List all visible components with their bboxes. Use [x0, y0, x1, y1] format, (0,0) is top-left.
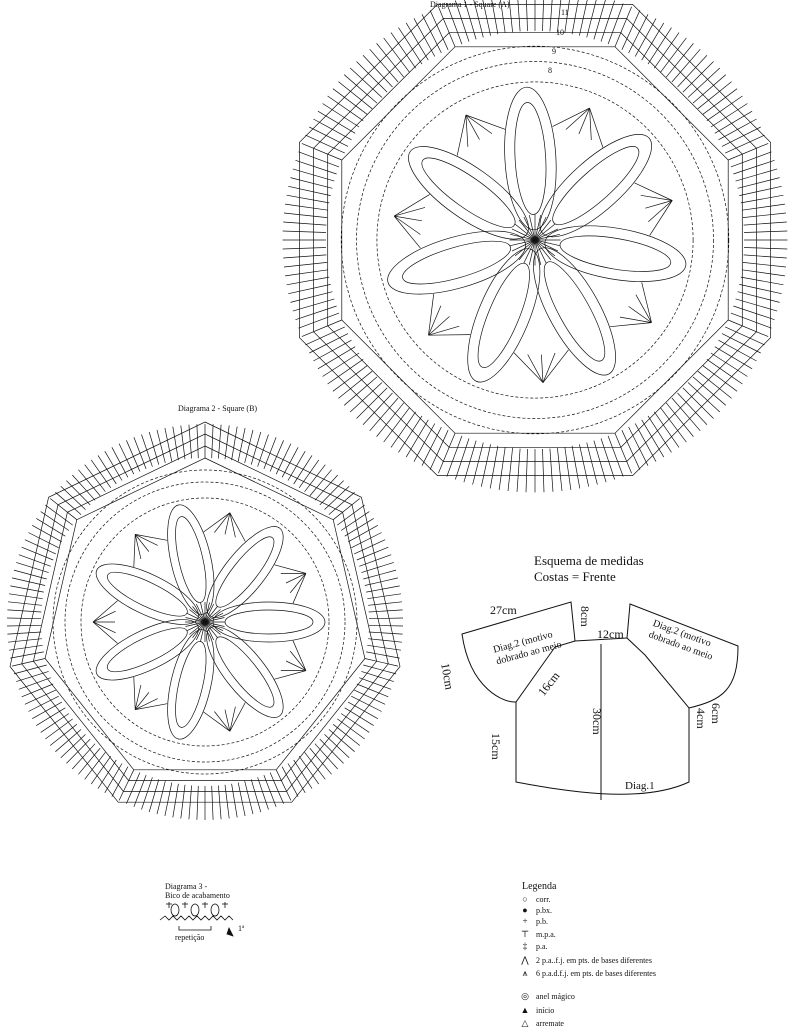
legend-item: ○ corr. — [520, 894, 550, 904]
legend-item-label: 2 p.a..f.j. em pts. de bases diferentes — [536, 956, 652, 965]
legend-item: ◎ anel mágico — [520, 991, 575, 1001]
legend-item: ⋀ 2 p.a..f.j. em pts. de bases diferentes — [520, 955, 652, 965]
chain-icon: ○ — [520, 894, 530, 904]
measure-cuff-a: 6cm — [708, 703, 723, 724]
legend-item: ⊤ m.p.a. — [520, 929, 556, 939]
legend-title: Legenda — [522, 881, 556, 892]
legend-item-label: início — [536, 1006, 554, 1015]
legend-item-label: p.a. — [536, 942, 548, 951]
legend-item-label: p.bx. — [536, 906, 552, 915]
legend-item: ● p.bx. — [520, 905, 552, 915]
two-dc-together-icon: ⋀ — [520, 955, 530, 965]
measure-neck-drop: 8cm — [577, 606, 592, 627]
legend-item: ⩚ 6 p.a.d.f.j. em pts. de bases diferente… — [520, 968, 656, 978]
finish-icon: △ — [520, 1018, 530, 1028]
legend-item: ▲ início — [520, 1005, 554, 1015]
legend-item: △ arremate — [520, 1018, 564, 1028]
single-crochet-icon: + — [520, 916, 530, 926]
legend-item: ‡ p.a. — [520, 941, 548, 951]
measure-top-left: 27cm — [490, 603, 517, 618]
measure-body-height: 30cm — [589, 708, 604, 735]
double-crochet-icon: ‡ — [520, 941, 530, 951]
start-icon: ▲ — [520, 1005, 530, 1015]
legend-item-label: corr. — [536, 895, 550, 904]
legend-item: + p.b. — [520, 916, 548, 926]
body-label: Diag.1 — [625, 780, 655, 792]
measure-body-side: 15cm — [488, 733, 503, 760]
measure-neck-width: 12cm — [597, 627, 624, 642]
legend-item-label: arremate — [536, 1019, 564, 1028]
legend-item-label: p.b. — [536, 917, 548, 926]
six-dc-together-icon: ⩚ — [520, 968, 530, 978]
legend-item-label: anel mágico — [536, 992, 575, 1001]
magic-ring-icon: ◎ — [520, 991, 530, 1001]
half-double-icon: ⊤ — [520, 929, 530, 939]
measure-cuff-b: 4cm — [693, 708, 708, 729]
legend-item-label: 6 p.a.d.f.j. em pts. de bases diferentes — [536, 969, 656, 978]
slip-stitch-icon: ● — [520, 905, 530, 915]
legend-item-label: m.p.a. — [536, 930, 556, 939]
